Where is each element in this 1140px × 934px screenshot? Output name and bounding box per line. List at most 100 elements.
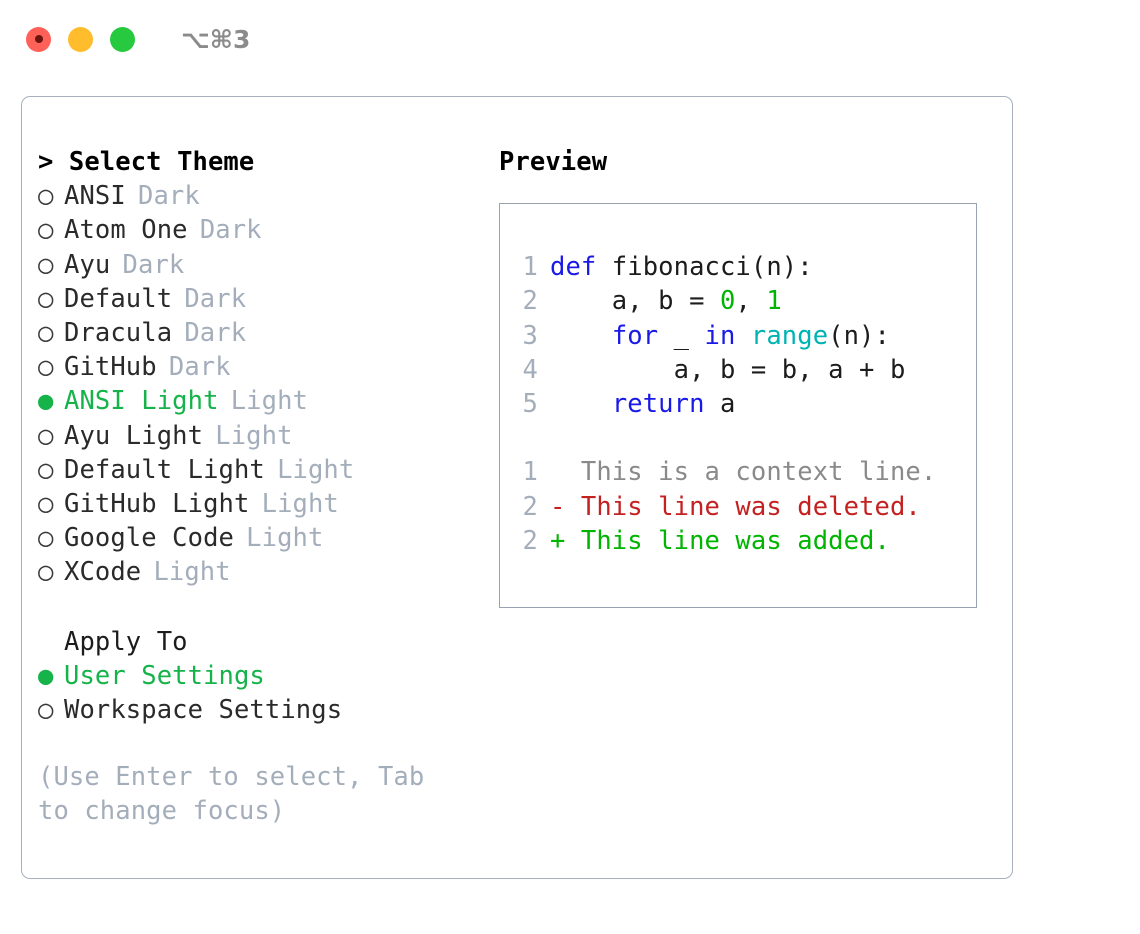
diff-line: 2- This line was deleted. xyxy=(514,490,936,524)
theme-option-label: GitHub xyxy=(64,352,157,383)
radio-unselected-icon: ○ xyxy=(38,352,54,383)
minimize-window-button[interactable] xyxy=(68,26,93,52)
theme-option-label: Dracula xyxy=(64,318,173,349)
theme-option-variant-tag: Light xyxy=(277,454,355,485)
code-token xyxy=(550,389,612,419)
line-number: 2 xyxy=(522,286,538,317)
code-token: 0 xyxy=(719,286,736,317)
apply-to-option-label: Workspace Settings xyxy=(64,695,343,726)
code-token: (n): xyxy=(828,320,890,351)
radio-unselected-icon: ○ xyxy=(38,318,54,349)
radio-unselected-icon: ○ xyxy=(38,283,54,314)
theme-option-label: Ayu Light xyxy=(64,420,204,451)
code-token: , xyxy=(735,286,767,317)
code-line: 5 return a xyxy=(514,387,936,421)
radio-unselected-icon: ○ xyxy=(38,557,54,588)
theme-option-label: Default xyxy=(64,283,173,314)
theme-option-variant-tag: Dark xyxy=(184,318,247,349)
radio-unselected-icon: ○ xyxy=(38,249,54,280)
diff-marker: - xyxy=(550,491,566,522)
code-token: 1 xyxy=(766,286,782,317)
radio-unselected-icon: ○ xyxy=(38,695,54,726)
code-line: 2 a, b = 0, 1 xyxy=(514,284,936,318)
theme-option-atom-one[interactable]: ○ Atom One Dark xyxy=(38,213,492,247)
code-line: 3 for _ in range(n): xyxy=(514,319,936,353)
code-token xyxy=(735,321,750,351)
theme-option-variant-tag: Light xyxy=(215,420,293,451)
line-number: 1 xyxy=(522,457,538,488)
code-blank-line xyxy=(514,421,936,455)
code-token: return xyxy=(611,389,705,420)
code-token: for xyxy=(611,320,659,351)
theme-option-variant-tag: Dark xyxy=(184,283,247,314)
theme-option-xcode[interactable]: ○ XCode Light xyxy=(38,555,492,589)
theme-option-label: Ayu xyxy=(64,249,111,280)
code-token: in xyxy=(704,320,736,351)
apply-to-option-workspace-settings[interactable]: ○ Workspace Settings xyxy=(38,693,492,727)
theme-option-variant-tag: Dark xyxy=(138,181,200,212)
radio-unselected-icon: ○ xyxy=(38,215,54,246)
diff-text: This line was deleted. xyxy=(565,491,921,522)
diff-text: This is a context line. xyxy=(565,457,937,488)
line-number: 5 xyxy=(522,389,538,420)
code-line: 1 def fibonacci(n): xyxy=(514,250,936,284)
theme-option-variant-tag: Light xyxy=(230,386,308,417)
preview-heading: Preview xyxy=(499,147,608,177)
code-token: def xyxy=(550,252,597,283)
theme-option-variant-tag: Dark xyxy=(168,352,231,383)
code-token xyxy=(550,321,612,351)
theme-option-label: GitHub Light xyxy=(64,489,250,520)
line-number: 4 xyxy=(522,354,538,385)
theme-option-variant-tag: Light xyxy=(246,523,324,554)
close-window-button[interactable] xyxy=(26,26,51,52)
diff-line: 1 This is a context line. xyxy=(514,455,937,489)
theme-option-ansi-light[interactable]: ● ANSI Light Light xyxy=(38,384,492,418)
line-number: 2 xyxy=(522,491,538,522)
line-number: 2 xyxy=(522,525,538,556)
window-controls xyxy=(26,26,135,52)
theme-option-ansi[interactable]: ○ ANSI Dark xyxy=(38,179,492,213)
theme-option-ayu[interactable]: ○ Ayu Dark xyxy=(38,248,492,282)
line-number: 1 xyxy=(522,252,538,283)
keyboard-hint-text: (Use Enter to select, Tab to change focu… xyxy=(38,762,425,827)
theme-option-label: ANSI Light xyxy=(64,386,219,417)
radio-unselected-icon: ○ xyxy=(38,489,54,520)
radio-selected-icon: ● xyxy=(38,660,54,691)
theme-option-dracula[interactable]: ○ Dracula Dark xyxy=(38,316,492,350)
apply-to-option-user-settings[interactable]: ● User Settings xyxy=(38,659,492,693)
radio-selected-icon: ● xyxy=(38,386,54,417)
code-line: 4 a, b = b, a + b xyxy=(514,353,936,387)
theme-option-variant-tag: Dark xyxy=(199,215,262,246)
theme-option-github[interactable]: ○ GitHub Dark xyxy=(38,350,492,384)
apply-to-option-label: User Settings xyxy=(64,660,265,691)
diff-line: 2 + This line was added. xyxy=(514,524,936,558)
theme-option-default[interactable]: ○ Default Dark xyxy=(38,282,492,316)
radio-unselected-icon: ○ xyxy=(38,181,54,212)
code-token: a xyxy=(704,389,736,420)
apply-to-heading: Apply To xyxy=(64,626,188,657)
apply-to-option-list[interactable]: ● User Settings ○ Workspace Settings xyxy=(38,659,492,727)
theme-option-label: Atom One xyxy=(64,215,188,246)
diff-text: This line was added. xyxy=(565,525,890,556)
diff-marker: + xyxy=(550,525,566,556)
theme-option-variant-tag: Dark xyxy=(122,249,185,280)
theme-option-label: ANSI xyxy=(64,181,126,212)
diff-marker xyxy=(550,457,565,487)
theme-option-label: Google Code xyxy=(64,523,234,554)
radio-unselected-icon: ○ xyxy=(38,454,54,485)
maximize-window-button[interactable] xyxy=(110,26,135,52)
code-token: fibonacci(n): xyxy=(596,252,813,283)
theme-option-label: XCode xyxy=(64,557,142,588)
theme-option-variant-tag: Light xyxy=(153,557,231,588)
